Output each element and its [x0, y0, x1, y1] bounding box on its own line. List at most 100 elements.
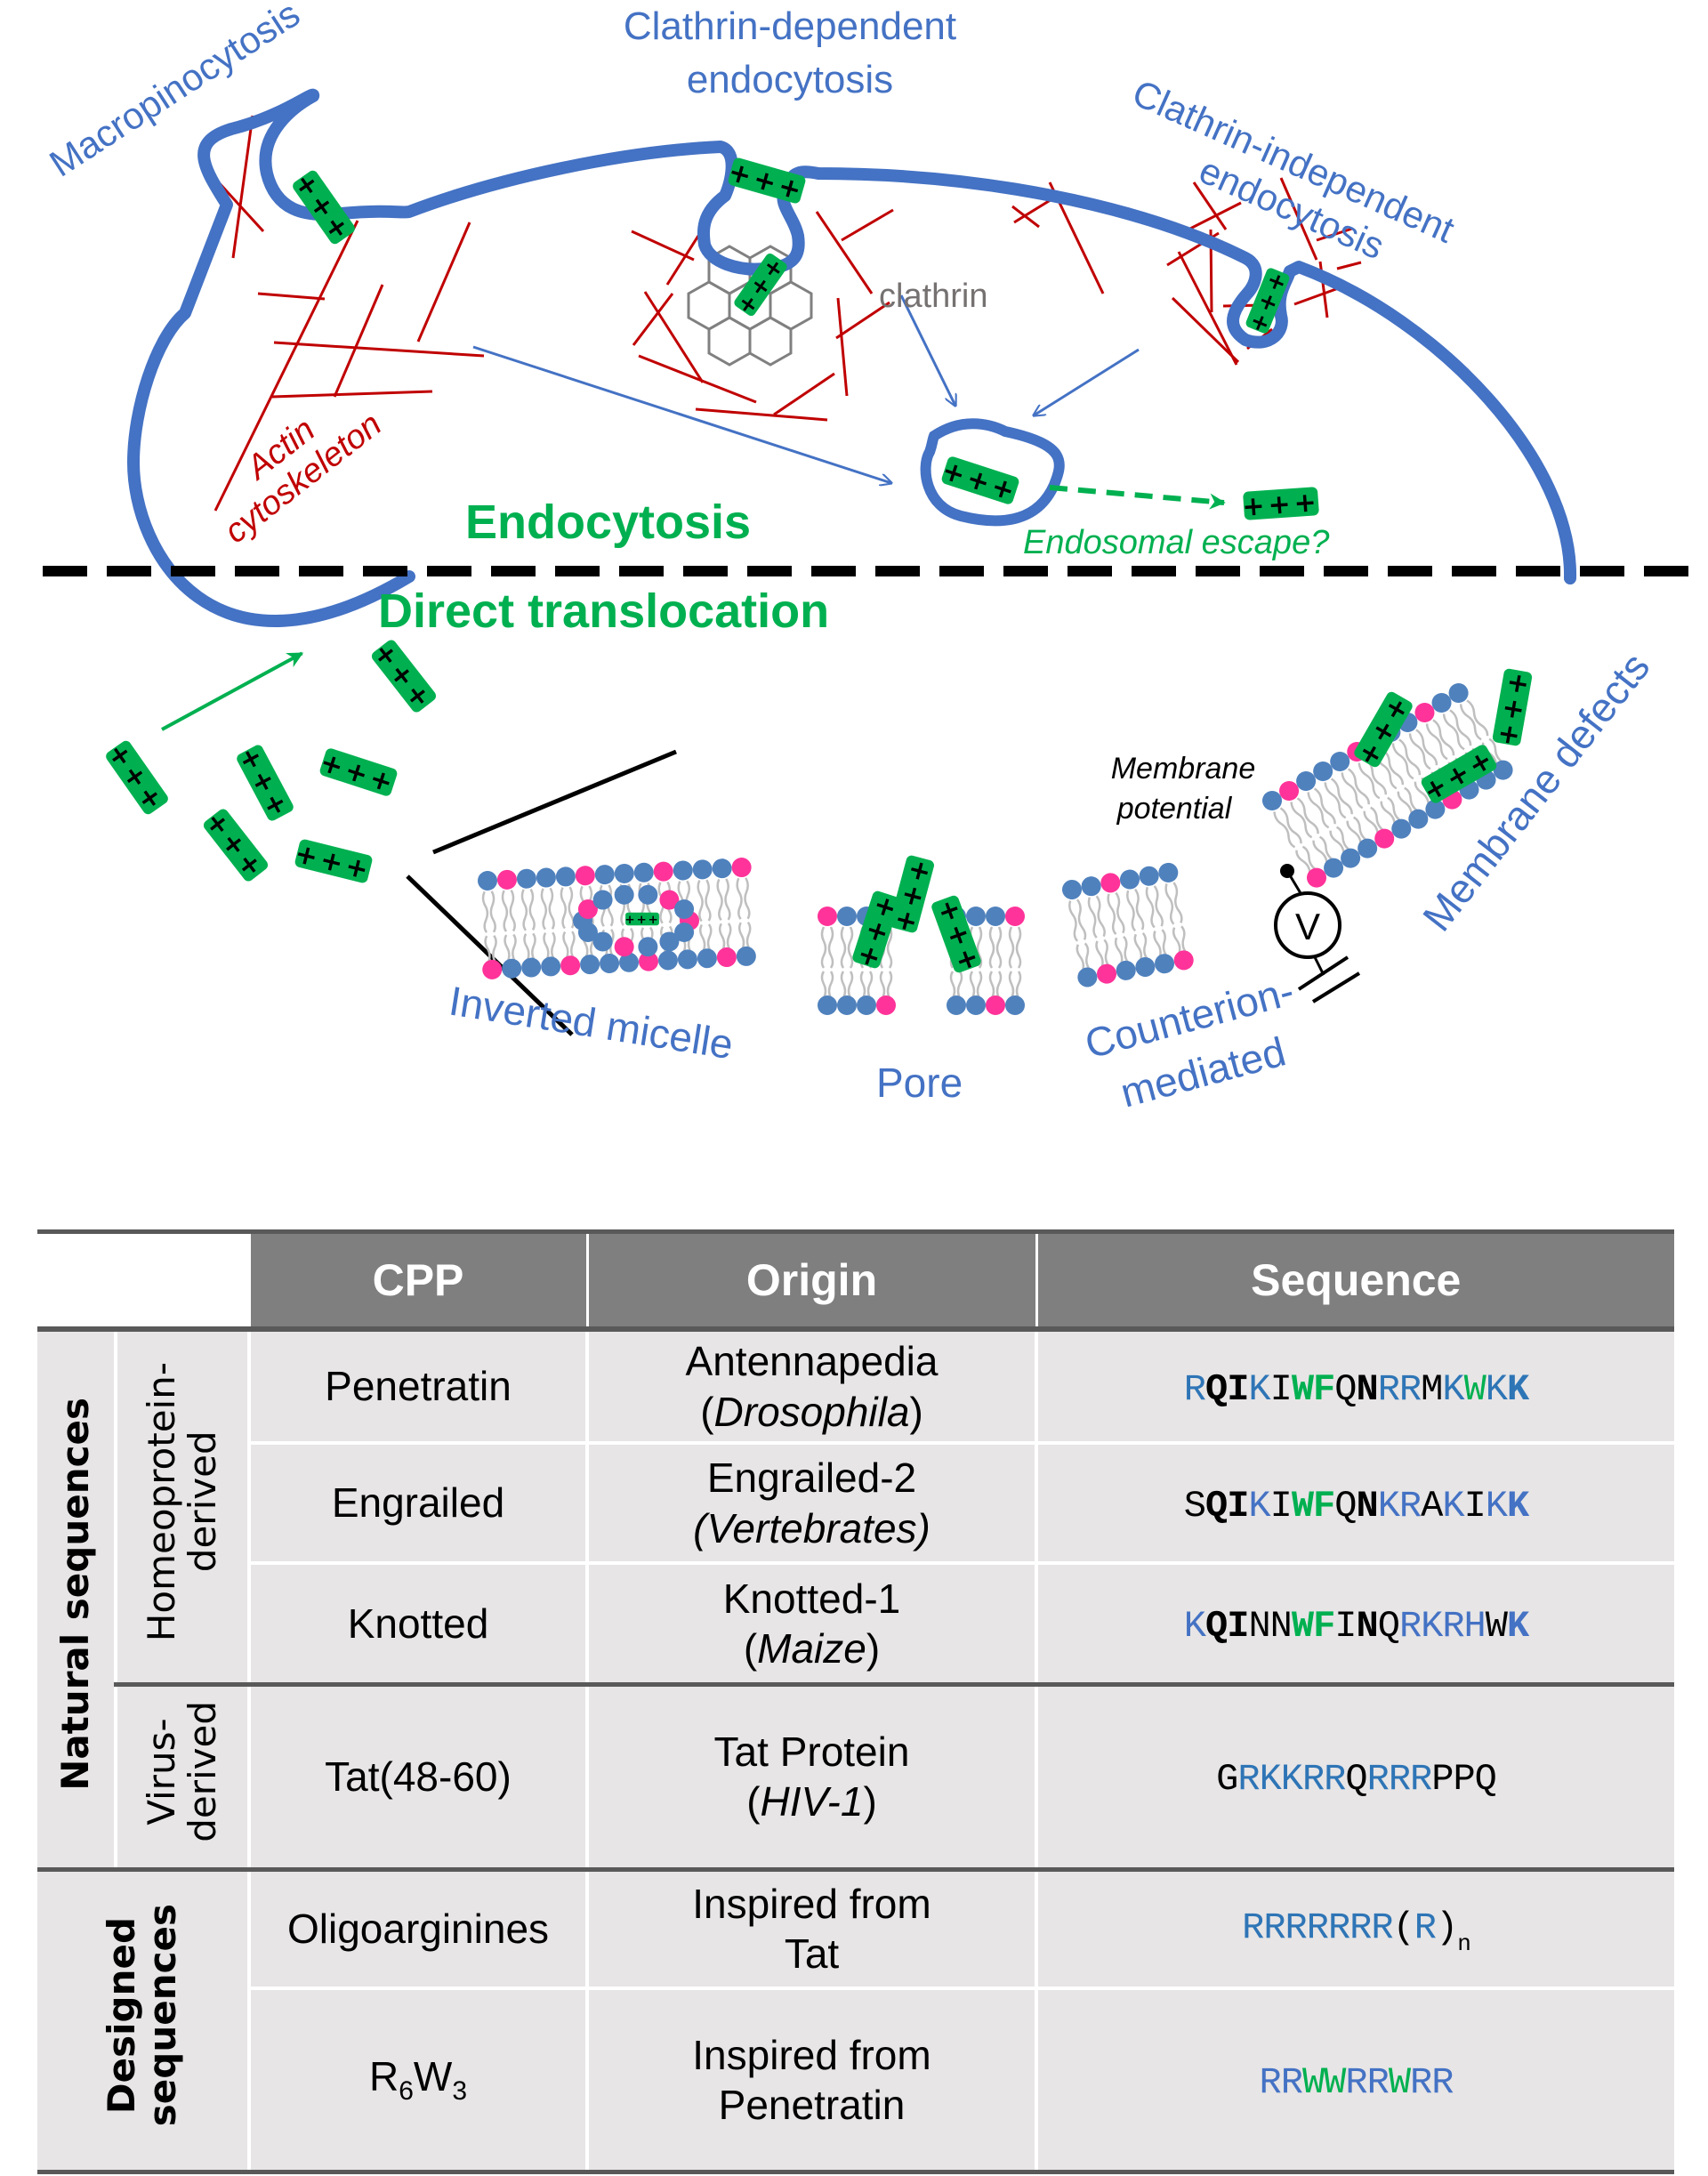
residue-segment: Q — [1377, 1605, 1400, 1648]
cpp-uptake-diagram: +++ — [42, 0, 1701, 1116]
lipid-head — [712, 858, 732, 879]
clathrin-dependent-label-2: endocytosis — [687, 58, 893, 101]
lipid-head — [1448, 683, 1469, 703]
residue-segment: I — [1269, 1367, 1293, 1411]
residue-segment: K — [1442, 1484, 1464, 1527]
residue-segment: N — [1356, 1367, 1378, 1411]
bilayer-segment — [1062, 862, 1194, 987]
membrane-peptide — [888, 852, 939, 937]
clathrin-dependent-label-1: Clathrin-dependent — [624, 4, 956, 48]
lipid-head — [966, 995, 986, 1015]
lipid-head — [1262, 791, 1282, 810]
residue-segment: PPQ — [1431, 1758, 1497, 1801]
residue-segment: Q — [1334, 1484, 1357, 1527]
clathrin-label: clathrin — [879, 278, 988, 315]
membrane-peptide — [930, 891, 986, 976]
residue-segment: RR — [1259, 2061, 1303, 2105]
lipid-head — [594, 865, 615, 885]
header-blank — [37, 1231, 249, 1329]
residue-segment: WF — [1291, 1484, 1335, 1527]
anionic-lipid-head — [818, 907, 837, 926]
table-row: Engrailed Engrailed-2(Vertebrates) SQIKI… — [37, 1441, 1674, 1563]
residue-segment: ) — [1436, 1906, 1458, 1950]
membrane-peptide — [1491, 666, 1536, 749]
header-cpp: CPP — [247, 1231, 587, 1329]
sequence: SQIKIWFQNKRAKIKK — [1035, 1441, 1674, 1563]
cpp-name: Oligoarginines — [247, 1866, 587, 1988]
lipid-head — [1119, 869, 1140, 890]
residue-segment: K — [1506, 1605, 1529, 1648]
lipid-head — [673, 860, 693, 881]
residue-segment: S — [1183, 1484, 1206, 1527]
anionic-lipid-head — [1307, 867, 1326, 888]
residue-segment: WW — [1301, 2061, 1346, 2105]
endocytosis-heading: Endocytosis — [465, 496, 751, 549]
subgroup-virus-derived: Virus- derived — [114, 1681, 249, 1869]
residue-segment: QI — [1204, 1484, 1249, 1527]
residue-segment: K — [1248, 1367, 1270, 1411]
anionic-lipid-head — [716, 947, 737, 968]
lipid-head — [1296, 771, 1317, 791]
residue-segment: M — [1421, 1367, 1443, 1411]
cpp-name: Engrailed — [247, 1441, 587, 1563]
residue-segment: QI — [1205, 1605, 1249, 1648]
lipid-head — [677, 949, 697, 970]
cell-membrane — [127, 88, 1577, 627]
residue-segment: W — [1463, 1367, 1486, 1411]
residue-segment: RR — [1377, 1367, 1422, 1411]
cpp-name: R6W3 — [247, 1987, 587, 2172]
residue-segment: K — [1442, 1367, 1464, 1411]
lipid-head — [692, 859, 713, 880]
residue-segment: A — [1421, 1484, 1443, 1527]
residue-segment: K — [1485, 1484, 1508, 1527]
residue-segment: R — [1183, 1367, 1206, 1411]
clathrin-lattice — [687, 245, 813, 367]
anionic-lipid-head — [496, 869, 517, 890]
anionic-lipid-head — [560, 955, 581, 976]
anionic-lipid-head — [638, 951, 658, 971]
endosomal-escape-label: Endosomal escape? — [1023, 524, 1330, 561]
lipid-head — [857, 995, 876, 1015]
lipid-head — [614, 863, 634, 883]
bilayer-segment — [947, 907, 1025, 1015]
residue-segment: N — [1356, 1484, 1378, 1527]
residue-segment: N — [1356, 1605, 1379, 1648]
bilayer-segment — [478, 858, 756, 979]
residue-segment: K — [1485, 1367, 1508, 1411]
endosome — [920, 418, 1065, 527]
lipid-head — [657, 950, 678, 971]
residue-segment: RR — [1345, 2061, 1389, 2105]
group-designed-sequences: Designed sequences — [37, 1866, 249, 2172]
table-row: Virus- derived Tat(48-60) Tat Protein(HI… — [37, 1681, 1674, 1869]
anionic-lipid-head — [1279, 781, 1300, 801]
lipid-head — [478, 871, 497, 891]
lipid-head — [1330, 752, 1350, 771]
sequence: RRRRRRR(R)n — [1035, 1866, 1674, 1988]
lipid-head — [1135, 957, 1156, 978]
lipid-head — [1313, 762, 1333, 781]
lipid-head — [580, 955, 600, 975]
lipid-head — [1139, 866, 1159, 886]
lipid-head — [818, 995, 837, 1015]
sequence: RRWWRRWRR — [1035, 1987, 1674, 2172]
lipid-head — [736, 946, 756, 966]
anionic-lipid-head — [482, 959, 503, 979]
voltmeter: V — [1274, 864, 1361, 1003]
lipid-head — [1431, 693, 1452, 713]
residue-segment: RKRH — [1398, 1605, 1486, 1648]
anionic-lipid-head — [1005, 907, 1025, 926]
lipid-head — [536, 867, 556, 888]
actin-filaments — [205, 115, 1362, 512]
residue-segment: RRR — [1366, 1758, 1433, 1801]
lipid-head — [555, 866, 576, 887]
table-row: Natural sequences Homeoprotein- derived … — [37, 1327, 1674, 1869]
residue-segment: I — [1334, 1605, 1357, 1648]
lipid-head — [1341, 848, 1361, 868]
lipid-head — [986, 907, 1005, 926]
membrane-potential-label-1: Membrane — [1111, 752, 1256, 786]
anionic-lipid-head — [1100, 873, 1121, 893]
residue-segment: Q — [1345, 1758, 1367, 1801]
residue-segment: QI — [1204, 1367, 1249, 1411]
lipid-head — [1391, 818, 1412, 839]
residue-segment: W — [1388, 2061, 1411, 2105]
